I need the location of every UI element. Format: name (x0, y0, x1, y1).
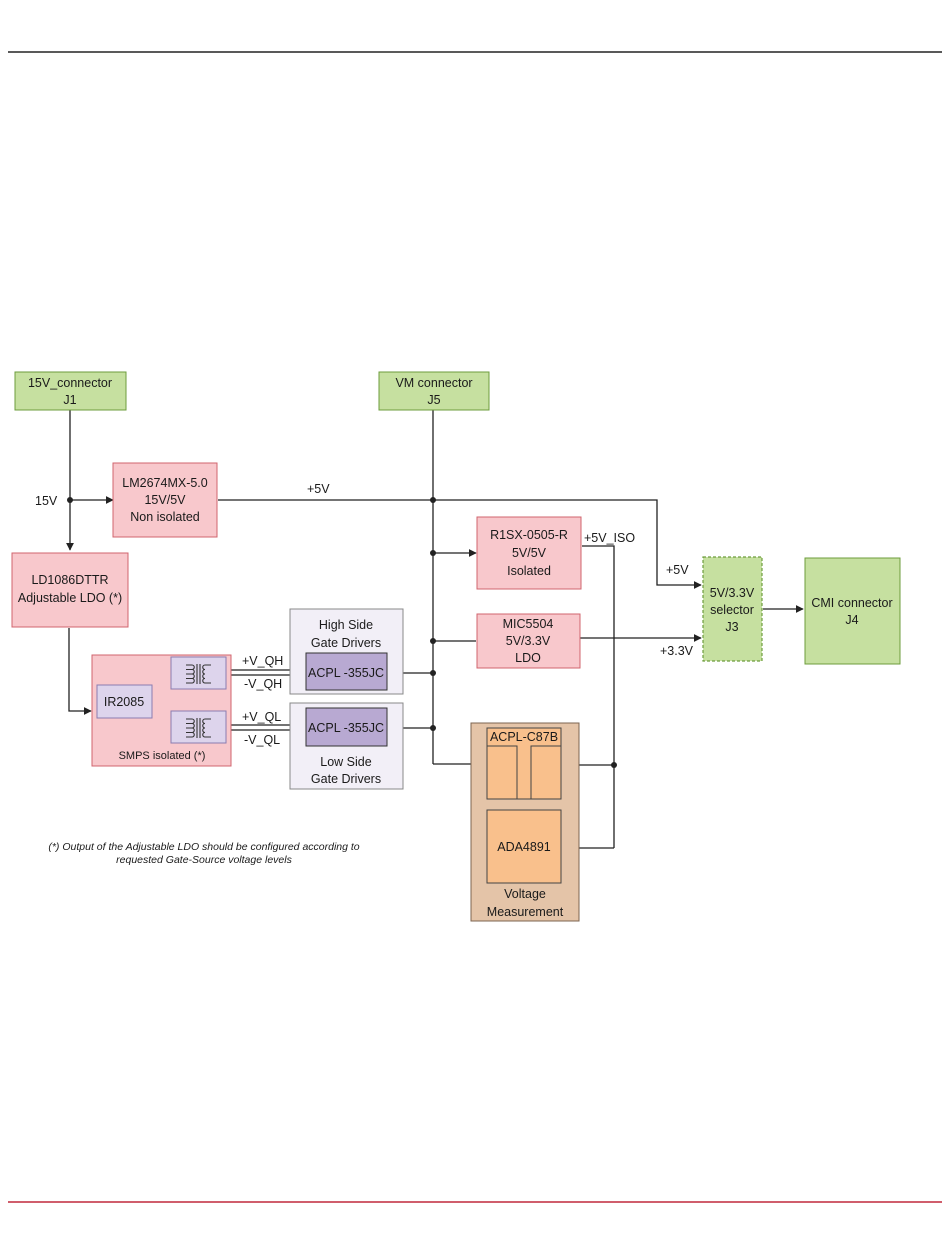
net-vql-neg-label: -V_QL (244, 733, 280, 747)
junction-dots (67, 497, 617, 768)
r1sx-line2: 5V/5V (512, 546, 547, 560)
acpl-c87b-label: ACPL-C87B (490, 730, 558, 744)
high-side-line1: High Side (319, 618, 373, 632)
lm2674-line2: 15V/5V (144, 493, 186, 507)
net-5v-label: +5V (307, 482, 330, 496)
acpl-c87b-input-side (486, 745, 518, 800)
ada4891-block (486, 809, 562, 884)
lm2674-line3: Non isolated (130, 510, 200, 524)
low-side-line2: Gate Drivers (311, 772, 381, 786)
voltage-measurement: ACPL-C87B ADA4891 Voltage Measurement (470, 722, 580, 922)
selector-line2: selector (710, 603, 754, 617)
cmi-line1: CMI connector (811, 596, 892, 610)
low-side-gate-drivers: ACPL -355JC Low Side Gate Drivers (289, 702, 404, 790)
ir2085-label: IR2085 (104, 695, 144, 709)
lm2674-line1: LM2674MX-5.0 (122, 476, 208, 490)
mic5504-ldo: MIC5504 5V/3.3V LDO (476, 613, 581, 669)
footnote-line2: requested Gate-Source voltage levels (116, 854, 292, 866)
smps-label: SMPS isolated (*) (119, 750, 206, 762)
net-vqh-pos-label: +V_QH (242, 654, 283, 668)
acpl-355jc-low-label: ACPL -355JC (308, 721, 384, 735)
voltage-measurement-line2: Measurement (487, 905, 564, 919)
net-5v-selector-label: +5V (666, 563, 689, 577)
mic5504-line3: LDO (515, 651, 541, 665)
ld1086-ldo: LD1086DTTR Adjustable LDO (*) (11, 552, 129, 628)
footnote: (*) Output of the Adjustable LDO should … (48, 841, 359, 866)
net-vqh-neg-label: -V_QH (244, 677, 282, 691)
smps-isolated: SMPS isolated (*) IR2085 (91, 654, 232, 767)
acpl-355jc-high-label: ACPL -355JC (308, 666, 384, 680)
r1sx-isolated-converter: R1SX-0505-R 5V/5V Isolated (476, 516, 582, 590)
connector-15v-j1: 15V_connector J1 (14, 371, 127, 411)
ada4891-label: ADA4891 (497, 840, 551, 854)
selector-line1: 5V/3.3V (710, 586, 755, 600)
net-5v-iso-label: +5V_ISO (584, 531, 635, 545)
connector-vm-ref: J5 (427, 393, 440, 407)
mic5504-line2: 5V/3.3V (506, 634, 551, 648)
voltage-measurement-line1: Voltage (504, 887, 546, 901)
acpl-c87b-output-side (530, 745, 562, 800)
net-3v3-label: +3.3V (660, 644, 694, 658)
selector-j3: 5V/3.3V selector J3 (702, 556, 763, 662)
r1sx-line3: Isolated (507, 564, 551, 578)
ld1086-line1: LD1086DTTR (31, 573, 108, 587)
high-side-gate-drivers: High Side Gate Drivers ACPL -355JC (289, 608, 404, 695)
high-side-line2: Gate Drivers (311, 636, 381, 650)
net-15v-label: 15V (35, 494, 58, 508)
cmi-connector-j4: CMI connector J4 (804, 557, 901, 665)
net-vql-pos-label: +V_QL (242, 710, 281, 724)
selector-line3: J3 (725, 620, 738, 634)
connector-vm-name: VM connector (395, 376, 472, 390)
lm2674-regulator: LM2674MX-5.0 15V/5V Non isolated (112, 462, 218, 538)
connector-15v-ref: J1 (63, 393, 76, 407)
connector-15v-name: 15V_connector (28, 376, 112, 390)
r1sx-line1: R1SX-0505-R (490, 528, 568, 542)
cmi-line2: J4 (845, 613, 858, 627)
transformer-icon (170, 710, 227, 744)
net-labels: 15V +5V +5V_ISO +5V +3.3V +V_QH -V_QH +V… (35, 482, 694, 747)
transformer-icon (170, 656, 227, 690)
ir2085-block (96, 684, 153, 719)
connector-vm-j5: VM connector J5 (378, 371, 490, 411)
ld1086-line2: Adjustable LDO (*) (18, 591, 122, 605)
low-side-line1: Low Side (320, 755, 371, 769)
footnote-line1: (*) Output of the Adjustable LDO should … (48, 841, 359, 853)
mic5504-line1: MIC5504 (503, 617, 554, 631)
